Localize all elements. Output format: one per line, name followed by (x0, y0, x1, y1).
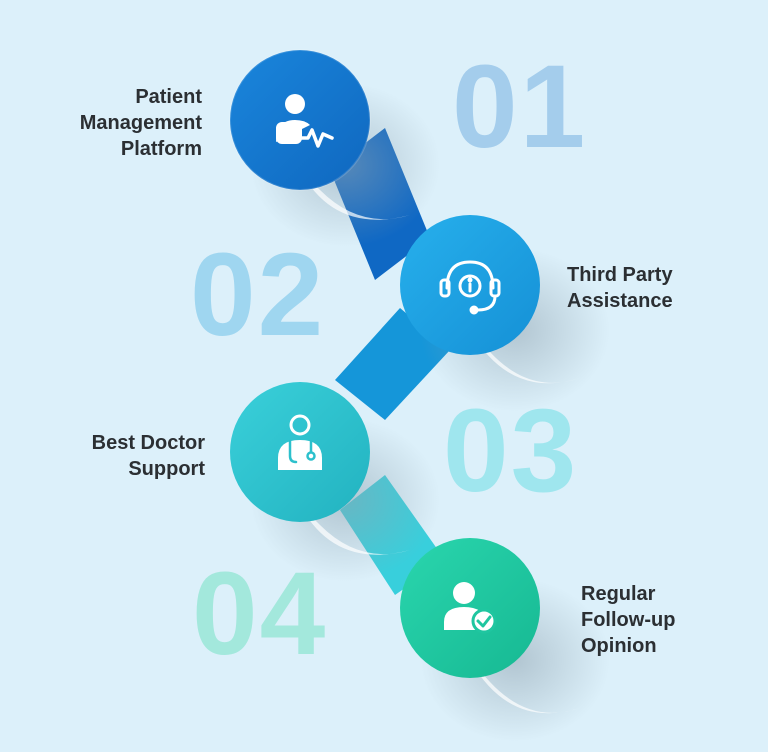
step-circle-1 (229, 49, 440, 247)
step-label-4-line-2: Follow-up (581, 609, 676, 631)
step-label-4: Regular Follow-up Opinion (581, 581, 675, 659)
step-label-3: Best Doctor Support (92, 430, 205, 482)
step-circle-3 (230, 382, 440, 582)
step-label-1-line-1: Patient (135, 86, 202, 108)
step-label-4-line-3: Opinion (581, 635, 657, 657)
headset-info-icon (439, 260, 501, 315)
patient-monitor-icon (276, 94, 334, 148)
step-number-04: 04 (192, 548, 328, 680)
step-label-4-line-1: Regular (581, 583, 656, 605)
step-label-2: Third Party Assistance (567, 262, 673, 314)
step-circle-2 (400, 215, 610, 412)
step-label-1: Patient Management Platform (80, 84, 202, 162)
step-label-3-line-2: Support (128, 458, 205, 480)
step-label-1-line-2: Management (79, 112, 202, 134)
step-label-2-line-1: Third Party (567, 264, 673, 286)
user-check-icon (444, 582, 497, 634)
step-label-2-line-2: Assistance (567, 290, 673, 312)
step-label-1-line-3: Platform (120, 138, 202, 160)
step-label-3-line-1: Best Doctor (91, 432, 205, 454)
doctor-stethoscope-icon (278, 414, 322, 470)
step-number-02: 02 (190, 229, 326, 361)
step-circle-4 (400, 538, 610, 742)
step-number-01: 01 (452, 41, 588, 173)
